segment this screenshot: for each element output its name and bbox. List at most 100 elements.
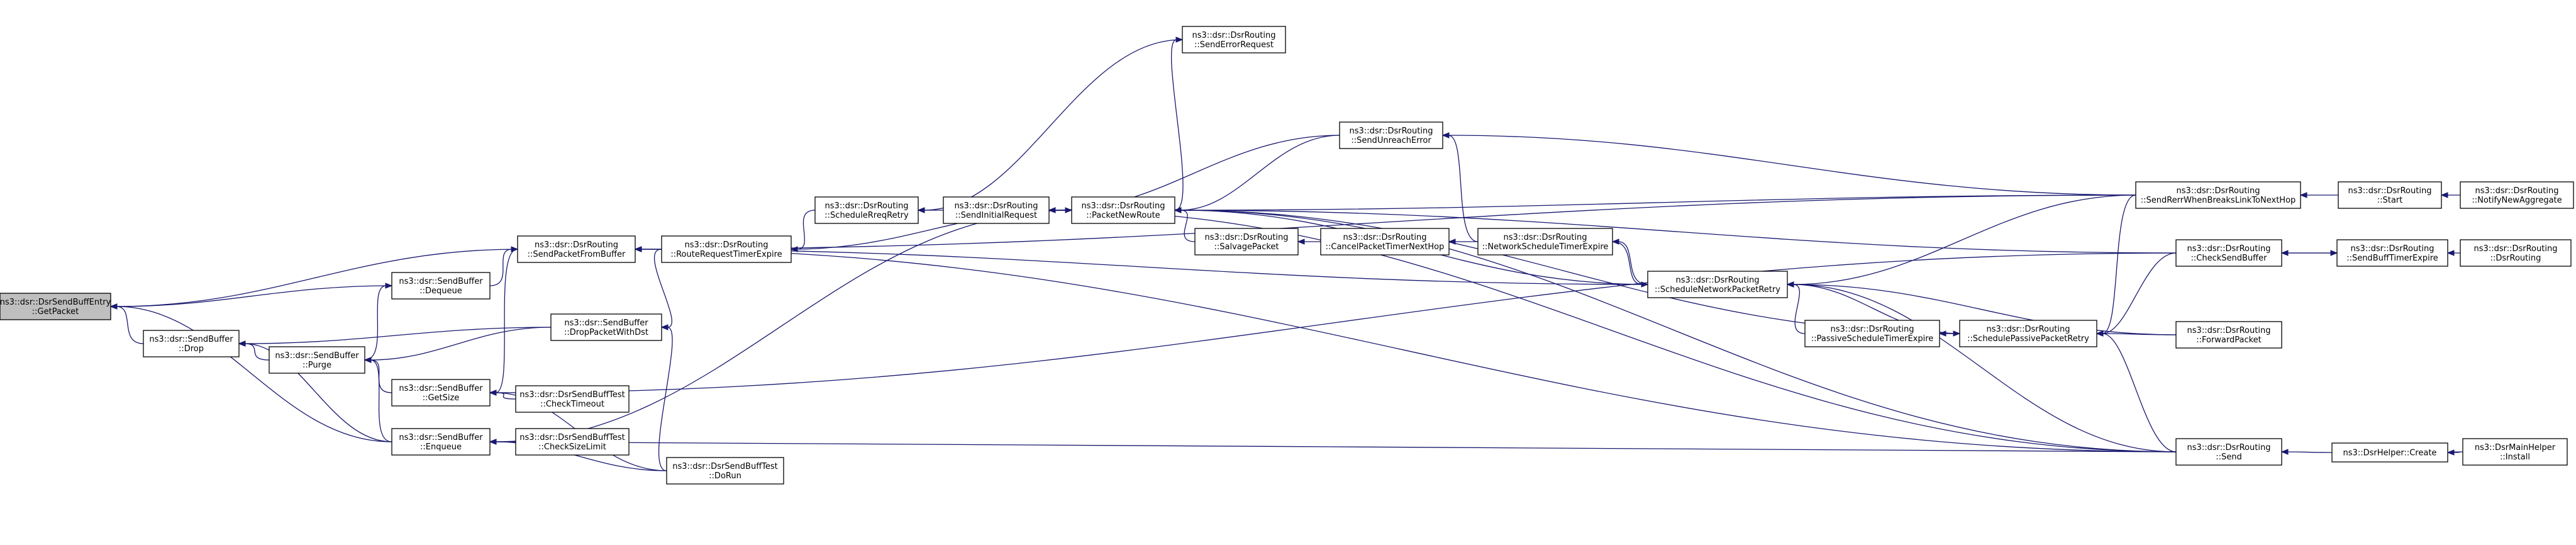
node-getpacket[interactable]: ns3::dsr::DsrSendBuffEntry::GetPacket (0, 293, 111, 320)
node-checktimeout[interactable]: ns3::dsr::DsrSendBuffTest::CheckTimeout (515, 385, 630, 413)
node-label-line: ns3::dsr::DsrRouting (685, 240, 769, 250)
node-sendbufftimerexpire[interactable]: ns3::dsr::DsrRouting::SendBuffTimerExpir… (2336, 239, 2448, 267)
node-label-line: ::SchedulePassivePacketRetry (1967, 334, 2089, 344)
node-checksizelimit[interactable]: ns3::dsr::DsrSendBuffTest::CheckSizeLimi… (515, 428, 630, 456)
arrowhead-icon (1175, 37, 1184, 43)
node-forwardpacket[interactable]: ns3::dsr::DsrRouting::ForwardPacket (2175, 321, 2282, 349)
call-edge (1441, 132, 1479, 242)
arrowhead-icon (2446, 250, 2455, 256)
node-networkscheduletimerexpire[interactable]: ns3::dsr::DsrRouting::NetworkScheduleTim… (1477, 228, 1613, 256)
call-edge (2299, 192, 2338, 198)
node-label-line: ::ForwardPacket (2196, 335, 2262, 345)
call-edges (109, 37, 2463, 471)
node-box (1320, 228, 1450, 256)
arrowhead-icon (2330, 250, 2338, 256)
call-edge (489, 246, 519, 286)
arrowhead-icon (1953, 330, 1961, 337)
edge-line (2102, 194, 2136, 334)
call-edge (1611, 239, 1648, 285)
node-label-line: ::NetworkScheduleTimerExpire (1482, 242, 1609, 252)
node-notifynewaggregate[interactable]: ns3::dsr::DsrRouting::NotifyNewAggregate (2460, 181, 2574, 209)
node-sendinitialrequest[interactable]: ns3::dsr::DsrRouting::SendInitialRequest (943, 196, 1050, 224)
call-edge (2096, 330, 2177, 452)
node-box (2460, 239, 2572, 267)
node-enqueue[interactable]: ns3::dsr::SendBuffer::Enqueue (391, 428, 491, 456)
node-salvagepacket[interactable]: ns3::dsr::DsrRouting::SalvagePacket (1194, 228, 1299, 256)
call-edge (1441, 132, 2136, 196)
call-edge (1786, 281, 2177, 452)
node-cancelpackettimernexthop[interactable]: ns3::dsr::DsrRouting::CancelPacketTimerN… (1320, 228, 1450, 256)
edge-line (1448, 135, 1479, 242)
node-drop[interactable]: ns3::dsr::SendBuffer::Drop (143, 330, 240, 357)
edge-line (1054, 210, 2177, 452)
node-mainhelperinstall[interactable]: ns3::DsrMainHelper::Install (2462, 438, 2568, 466)
call-edge (1297, 239, 1321, 245)
node-dsrrouting[interactable]: ns3::dsr::DsrRouting::DsrRouting (2460, 239, 2572, 267)
node-routerequesttimerexpire[interactable]: ns3::dsr::DsrRouting::RouteRequestTimerE… (661, 235, 792, 263)
node-label-line: ::ScheduleNetworkPacketRetry (1655, 285, 1780, 295)
node-label-line: ::Dequeue (419, 286, 462, 296)
call-edge (1171, 37, 1184, 211)
node-send[interactable]: ns3::dsr::DsrRouting::Send (2175, 438, 2282, 466)
node-dorun[interactable]: ns3::dsr::DsrSendBuffTest::DoRun (666, 457, 784, 485)
arrowhead-icon (385, 283, 393, 289)
node-sendrerrwhenbreakslinktonexthop[interactable]: ns3::dsr::DsrRouting::SendRerrWhenBreaks… (2135, 181, 2301, 209)
node-schedulenetworkpacketretry[interactable]: ns3::dsr::DsrRouting::ScheduleNetworkPac… (1647, 271, 1788, 298)
node-checksendbuffer[interactable]: ns3::dsr::DsrRouting::CheckSendBuffer (2175, 239, 2282, 267)
node-start[interactable]: ns3::dsr::DsrRouting::Start (2338, 181, 2442, 209)
call-edge (2096, 252, 2177, 337)
arrowhead-icon (489, 439, 497, 445)
arrowhead-icon (634, 246, 642, 252)
node-dequeue[interactable]: ns3::dsr::SendBuffer::Dequeue (391, 272, 491, 300)
arrowhead-icon (2280, 449, 2289, 455)
node-sendunreacherror[interactable]: ns3::dsr::DsrRouting::SendUnreachError (1339, 121, 1443, 149)
node-schedulereqretry[interactable]: ns3::dsr::DsrRouting::ScheduleRreqRetry (814, 196, 919, 224)
node-box (0, 293, 111, 320)
node-label-line: ns3::DsrMainHelper (2475, 443, 2556, 452)
call-edge (109, 303, 144, 344)
edge-line (244, 343, 270, 361)
node-helpercreate[interactable]: ns3::DsrHelper::Create (2331, 442, 2448, 463)
node-passivescheduletimerexpire[interactable]: ns3::dsr::DsrRouting::PassiveScheduleTim… (1804, 320, 1940, 347)
call-edge (1174, 135, 1340, 213)
node-label-line: ::GetPacket (32, 307, 79, 317)
node-label-line: ::Enqueue (420, 442, 462, 452)
node-label-line: ns3::dsr::DsrRouting (535, 240, 618, 250)
edge-line (370, 327, 552, 361)
call-edge (1174, 207, 1196, 242)
node-senderrorrequest[interactable]: ns3::dsr::DsrRouting::SendErrorRequest (1182, 26, 1286, 53)
edge-line (116, 249, 518, 307)
node-label-line: ::SendInitialRequest (955, 211, 1037, 220)
node-label-line: ns3::dsr::DsrRouting (1987, 325, 2070, 334)
node-droppacketwithdst[interactable]: ns3::dsr::SendBuffer::DropPacketWithDst (550, 313, 662, 341)
call-edge (634, 246, 2177, 452)
node-box (1959, 320, 2097, 347)
node-box (143, 330, 240, 357)
edge-line (489, 249, 513, 286)
node-schedulepassivepacketretry[interactable]: ns3::dsr::DsrRouting::SchedulePassivePac… (1959, 320, 2097, 347)
call-edge (2096, 194, 2136, 337)
arrowhead-icon (109, 303, 118, 310)
node-getsize[interactable]: ns3::dsr::SendBuffer::GetSize (391, 379, 491, 407)
node-label-line: ::SendErrorRequest (1194, 40, 1274, 50)
node-label-line: ns3::dsr::SendBuffer (564, 318, 648, 328)
node-box (391, 428, 491, 456)
node-label-line: ns3::dsr::DsrRouting (1504, 233, 1587, 242)
node-label-line: ns3::dsr::DsrRouting (1676, 276, 1760, 285)
node-label-line: ns3::dsr::DsrSendBuffEntry (0, 298, 111, 307)
edge-line (495, 249, 518, 393)
call-edge (2440, 192, 2460, 198)
node-label-line: ::ScheduleRreqRetry (824, 211, 909, 220)
edge-line (1792, 284, 2177, 335)
arrowhead-icon (1641, 281, 1649, 288)
call-edge (1786, 281, 2177, 335)
node-box (515, 385, 630, 413)
node-sendpacketfrombuffer[interactable]: ns3::dsr::DsrRouting::SendPacketFromBuff… (517, 235, 636, 263)
node-label-line: ::GetSize (423, 393, 460, 403)
arrowhead-icon (2096, 330, 2104, 337)
node-packetnewroute[interactable]: ns3::dsr::DsrRouting::PacketNewRoute (1071, 196, 1175, 224)
call-edge (2282, 250, 2338, 256)
node-label-line: ns3::dsr::DsrRouting (1082, 201, 1165, 211)
node-purge[interactable]: ns3::dsr::SendBuffer::Purge (269, 346, 365, 374)
call-edge (489, 249, 518, 396)
